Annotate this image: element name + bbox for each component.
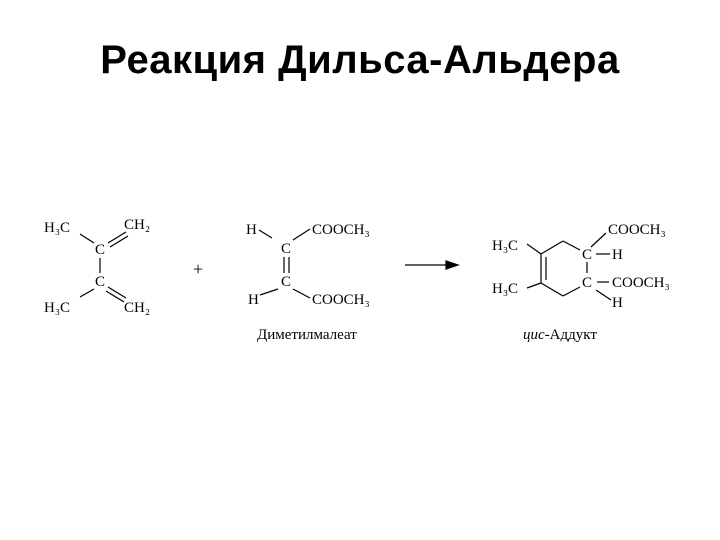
reaction-arrow bbox=[405, 260, 460, 270]
diene-double-bond-bottom-a bbox=[107, 286, 127, 299]
product-cooch3-top: COOCH₃ bbox=[608, 222, 666, 238]
diene-h3c-bottom: H₃C bbox=[44, 300, 70, 316]
diene-double-bond-top-a bbox=[107, 231, 127, 244]
product-h3c-bottom: H₃C bbox=[492, 281, 518, 297]
dienophile-h-top: H bbox=[246, 222, 257, 238]
product-bond-methyl-top bbox=[526, 243, 542, 255]
diene-bond-h3c-c-bottom bbox=[79, 288, 95, 298]
product-caption: цис-Аддукт bbox=[523, 327, 597, 343]
dienophile-caption: Диметилмалеат bbox=[257, 327, 357, 343]
diene-bond-h3c-c-top bbox=[79, 233, 95, 244]
diene-c-lower: C bbox=[95, 274, 105, 290]
product-caption-italic: цис bbox=[523, 327, 545, 343]
product-bond-ester-top bbox=[590, 232, 607, 248]
dienophile-bond-ester-top bbox=[292, 228, 311, 241]
diene-double-bond-bottom-b bbox=[105, 290, 125, 303]
dienophile-c-upper: C bbox=[281, 241, 291, 257]
product-h3c-top: H₃C bbox=[492, 238, 518, 254]
diene-double-bond-top-b bbox=[109, 235, 129, 248]
slide-title: Реакция Дильса-Альдера bbox=[100, 38, 620, 82]
diene-h3c-top: H₃C bbox=[44, 220, 70, 236]
product-structure: COOCH₃ H₃C C H H₃C C COOCH₃ H цис-Аддукт bbox=[492, 222, 670, 343]
dienophile-c-lower: C bbox=[281, 274, 291, 290]
product-h-upper: H bbox=[612, 247, 623, 263]
diene-ch2-top: CH₂ bbox=[124, 217, 150, 233]
dienophile-bond-h-bottom bbox=[259, 288, 279, 296]
product-caption-rest: -Аддукт bbox=[545, 327, 598, 343]
product-ring-bond-2 bbox=[562, 240, 581, 251]
dienophile-h-bottom: H bbox=[248, 292, 259, 308]
product-cooch3-right: COOCH₃ bbox=[612, 275, 670, 291]
product-c-lower: C bbox=[582, 275, 592, 291]
product-bond-h-lower bbox=[595, 289, 612, 301]
dienophile-structure: H COOCH₃ C C H COOCH₃ Диметилмалеат bbox=[246, 222, 370, 343]
product-bond-methyl-bottom bbox=[526, 282, 542, 289]
diene-ch2-bottom: CH₂ bbox=[124, 300, 150, 316]
product-c-upper: C bbox=[582, 247, 592, 263]
dienophile-bond-h-top bbox=[258, 229, 273, 239]
diene-c-upper: C bbox=[95, 242, 105, 258]
plus-sign: + bbox=[193, 259, 203, 279]
product-ring-bond-4 bbox=[562, 286, 581, 297]
diene-structure: H₃C CH₂ C C H₃C CH₂ bbox=[44, 217, 150, 316]
product-ring-bond-5 bbox=[540, 282, 564, 297]
dienophile-bond-ester-bottom bbox=[292, 288, 311, 299]
dienophile-cooch3-top: COOCH₃ bbox=[312, 222, 370, 238]
dienophile-cooch3-bottom: COOCH₃ bbox=[312, 292, 370, 308]
product-h-lower: H bbox=[612, 295, 623, 311]
product-ring-bond-1 bbox=[540, 240, 564, 255]
